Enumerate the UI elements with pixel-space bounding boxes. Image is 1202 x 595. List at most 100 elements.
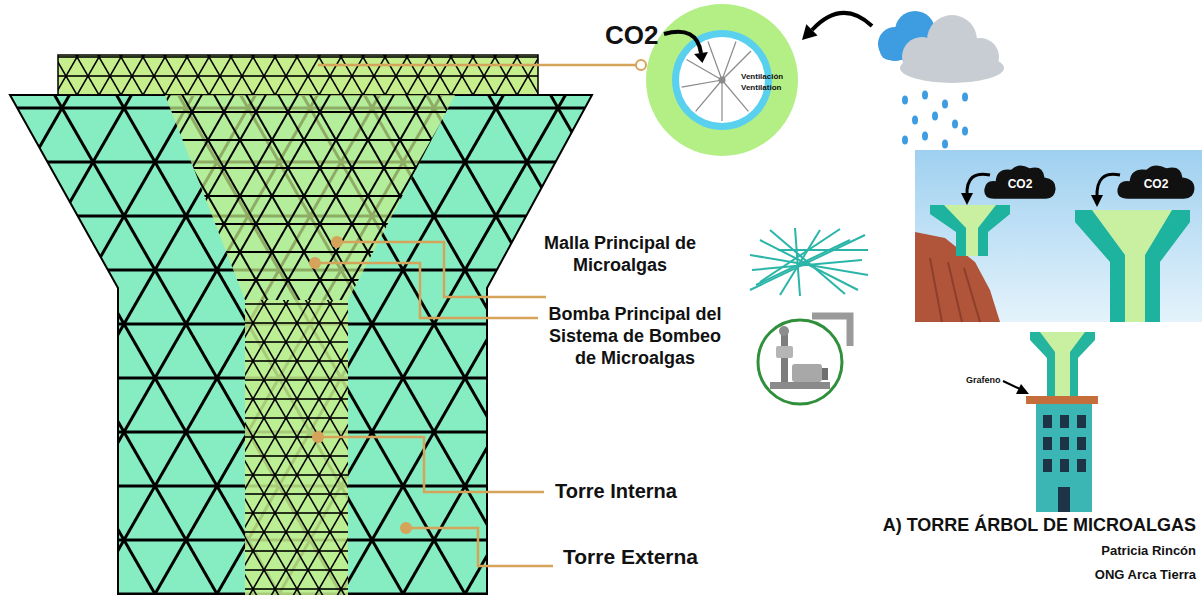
building-part [1043, 415, 1086, 512]
pump-icon [758, 316, 850, 404]
building [1003, 332, 1098, 512]
flow-arrow [802, 13, 872, 40]
leader-dots-part [312, 431, 324, 443]
rain-drops-part [962, 127, 968, 136]
part-label: Torre Externa [563, 545, 698, 569]
inner-tower-part [165, 95, 455, 300]
co2-label: CO2 [605, 20, 658, 51]
landscape-scene-part-part [930, 258, 942, 322]
spoke [686, 60, 722, 81]
text-group: VentilaciónVentilation [741, 71, 783, 93]
outer-tower-part [10, 95, 592, 595]
mesh-icon-part [770, 230, 845, 294]
part-label: Torre Interna [555, 480, 677, 503]
leader-lines-part [318, 64, 636, 67]
building-part-part [1043, 415, 1052, 428]
ventilation-node: VentilaciónVentilation [645, 3, 799, 157]
building-part [1036, 404, 1092, 512]
mesh-icon-part [756, 240, 850, 285]
inner-tower-part [245, 300, 348, 595]
ring-label: Ventilation [741, 82, 783, 93]
pump-icon-part [822, 368, 828, 380]
part-label: Bomba Principal del Sistema de Bombeo de… [545, 303, 725, 369]
author-label: Patricia Rincón [1101, 543, 1196, 558]
spoke [722, 51, 751, 80]
leader-lines-part [315, 263, 538, 318]
rain-drops-part [942, 100, 948, 109]
inner-tower-part [245, 300, 348, 595]
organization-label: ONG Arca Tierra [1095, 567, 1196, 582]
cloud-shape [1117, 166, 1194, 199]
cloud-label: CO2 [1144, 177, 1169, 191]
landscape-scene-part [930, 205, 1010, 256]
rain-drops-part [922, 132, 928, 141]
spoke [722, 80, 748, 111]
ring-label: Ventilación [741, 71, 783, 82]
diagram-title: A) TORRE ÁRBOL DE MICROALGAS [883, 515, 1196, 536]
inner-tower-part [165, 95, 455, 300]
building-part [1003, 381, 1020, 389]
top-band-part [58, 55, 538, 95]
leader-lines-part [406, 528, 553, 566]
outer-tower [10, 95, 592, 595]
building-part-part [1060, 437, 1069, 450]
pump-icon-part [792, 364, 822, 382]
text-group: CO2 [1008, 177, 1033, 191]
top-band-part [58, 55, 538, 95]
text-group: CO2 [1144, 177, 1169, 191]
outer-tower-part [10, 95, 592, 595]
leader-dots-part [331, 236, 343, 248]
leader-lines-part [337, 242, 546, 297]
landscape-scene-part [1091, 195, 1103, 207]
cloud-shape [984, 166, 1055, 199]
hub [719, 77, 726, 84]
leader-dots-part [309, 257, 321, 269]
landscape-scene-part [915, 150, 1202, 322]
pump-icon-part [758, 320, 842, 404]
leader-dots-part [400, 522, 412, 534]
pump-icon-part [770, 382, 830, 389]
spoke [708, 41, 722, 80]
inner-tower [165, 95, 455, 595]
flow-arrow [664, 32, 701, 53]
landscape-scene-part [1097, 174, 1120, 197]
landscape-scene-part [1075, 210, 1190, 322]
top-band-part [58, 55, 538, 95]
building-part-part [1060, 415, 1069, 428]
pump-icon-part [779, 326, 789, 336]
inner-disc [679, 37, 765, 123]
rain-cloud [878, 11, 1004, 83]
landscape-scene-part [1092, 210, 1172, 322]
leader-lines-part [318, 437, 544, 492]
rain-drops-part [932, 112, 938, 121]
building-part [1026, 396, 1098, 404]
spoke [721, 80, 722, 121]
building-part-part [1077, 459, 1086, 472]
landscape-scene-part [944, 205, 996, 256]
top-band [58, 55, 538, 95]
flow-arrow-part [812, 13, 872, 30]
building-part-part [1043, 459, 1052, 472]
cloud-label: CO2 [1008, 177, 1033, 191]
mesh-icon [750, 228, 868, 296]
landscape-scene-part-part [964, 268, 980, 322]
part-label: Malla Principal de Microalgas [520, 232, 720, 276]
rain-cloud-part [900, 53, 1004, 83]
arrow-head [694, 52, 708, 63]
building-part-part [1060, 459, 1069, 472]
building-part-part [1077, 415, 1086, 428]
landscape-scene-part [930, 258, 980, 322]
outer-tower-part [10, 95, 592, 595]
rain-drops-part [952, 120, 958, 129]
building-part [1016, 384, 1029, 394]
blue-ring [672, 30, 772, 130]
mesh-icon-part [778, 249, 868, 251]
landscape-scene-part-part [948, 262, 962, 322]
rain-drops-part [962, 93, 968, 102]
outer-ring [646, 4, 798, 156]
landscape-scene [915, 150, 1202, 322]
building-part-part [1043, 437, 1052, 450]
rain-drops-part [942, 140, 948, 149]
material-label: Grafeno [966, 375, 1001, 385]
